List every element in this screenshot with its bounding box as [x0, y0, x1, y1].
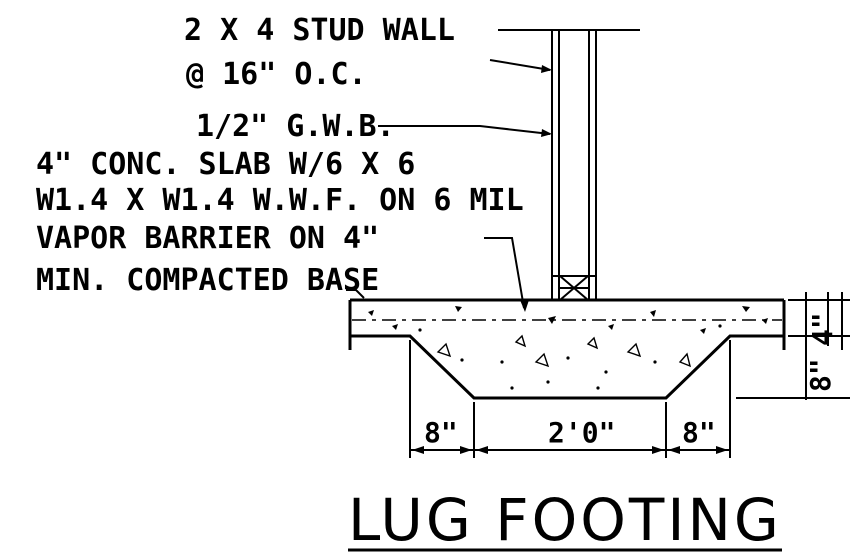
concrete-aggregate — [368, 306, 768, 390]
note-stud-spacing: @ 16" O.C. — [186, 57, 367, 92]
note-gwb: 1/2" G.W.B. — [196, 109, 395, 144]
dimension-right-side: 8" — [682, 416, 716, 449]
dimension-footing-depth: 8" — [804, 358, 837, 392]
stud-wall — [498, 29, 640, 301]
bottom-dimension-lines — [409, 340, 731, 458]
dimension-bottom-width: 2'0" — [548, 416, 615, 449]
leader-lines — [346, 59, 552, 312]
drawing-title: LUG FOOTING — [348, 486, 782, 554]
dimension-slab-thickness: 4" — [806, 312, 839, 346]
right-dimension-lines — [736, 292, 850, 400]
note-stud-wall: 2 X 4 STUD WALL — [184, 13, 455, 48]
note-slab-line-3: VAPOR BARRIER ON 4" — [36, 221, 379, 256]
concrete-slab-and-lug — [348, 298, 786, 400]
note-slab-line-4: MIN. COMPACTED BASE — [36, 263, 379, 298]
note-slab-line-1: 4" CONC. SLAB W/6 X 6 — [36, 147, 415, 182]
note-slab-line-2: W1.4 X W1.4 W.W.F. ON 6 MIL — [36, 183, 524, 218]
dimension-left-side: 8" — [424, 416, 458, 449]
